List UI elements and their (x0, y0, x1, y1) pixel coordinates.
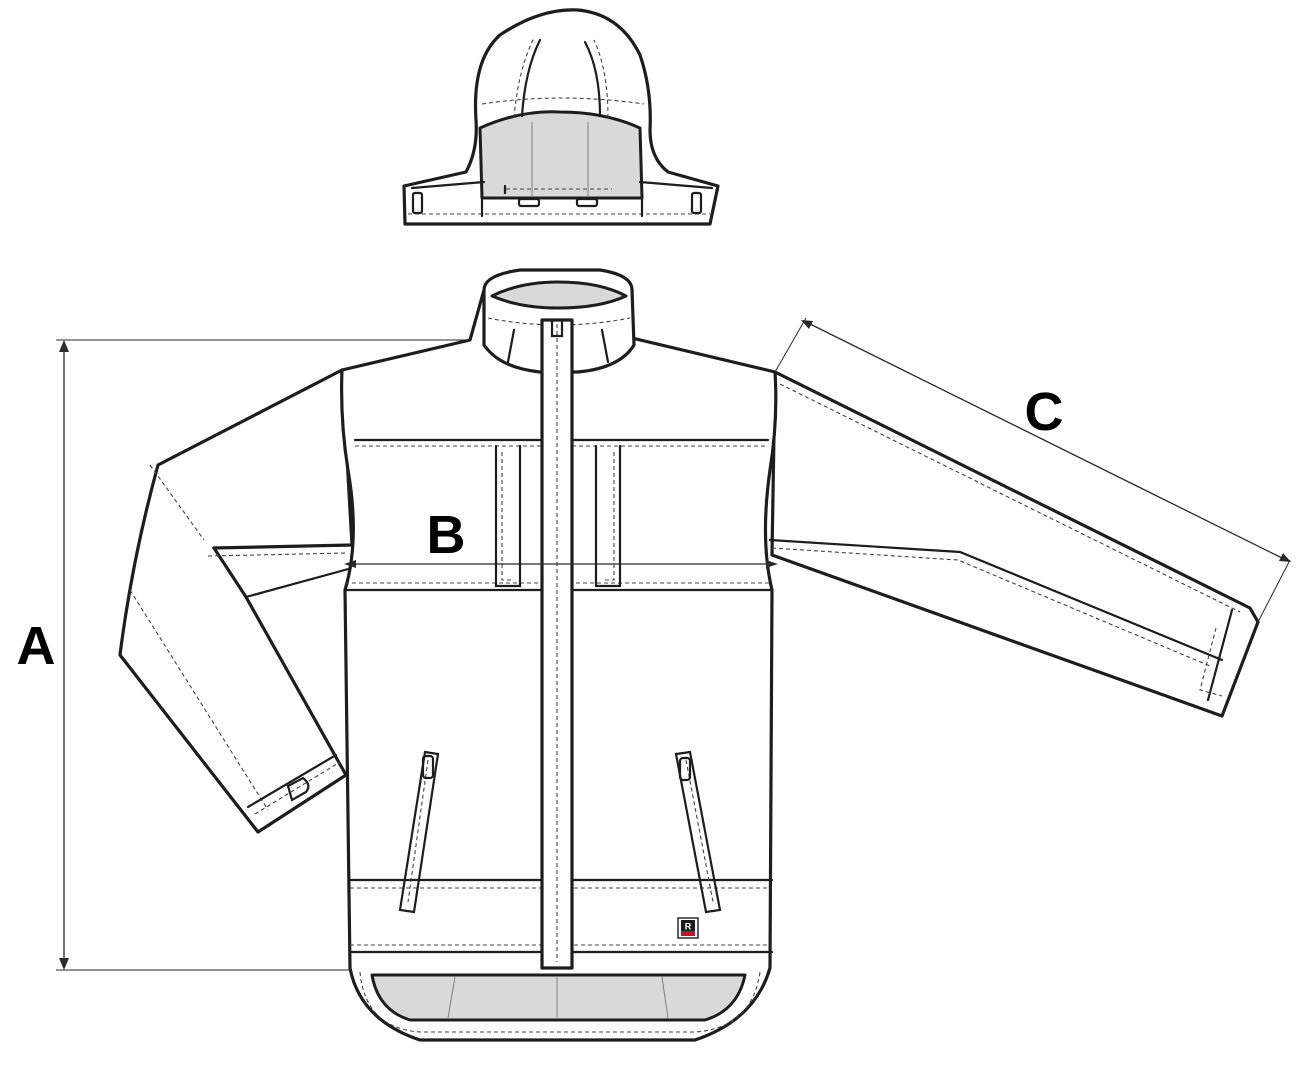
hood-lining (478, 110, 644, 200)
left-pocket-zip-puller (421, 754, 435, 780)
dimension-label-a: A (17, 616, 56, 676)
svg-text:R: R (685, 922, 692, 932)
dimension-c-sleeve: C (774, 317, 1291, 623)
left-cuff-tab (286, 776, 310, 802)
hood-tab-left (411, 191, 424, 215)
left-sleeve (118, 368, 354, 834)
left-chest-pocket (494, 444, 522, 588)
dimension-a-length: A (17, 339, 470, 971)
hood-tab-right (690, 191, 703, 215)
dimension-label-c: C (1025, 382, 1064, 442)
collar-lining (490, 280, 628, 310)
dimension-label-b: B (427, 505, 466, 565)
hood-snap-left (517, 197, 541, 208)
hood-snap-right (575, 197, 599, 208)
detachable-hood (402, 8, 720, 226)
right-sleeve (770, 370, 1260, 718)
brand-logo-badge: R (677, 917, 699, 939)
right-pocket-zip-puller (678, 756, 692, 782)
jacket-front-view: R (118, 268, 1260, 1042)
dimension-b-chest: B (344, 505, 778, 568)
right-chest-pocket (594, 444, 622, 588)
left-hand-pocket (398, 750, 440, 914)
right-hand-pocket (674, 750, 722, 914)
hem-lining (370, 973, 747, 1022)
